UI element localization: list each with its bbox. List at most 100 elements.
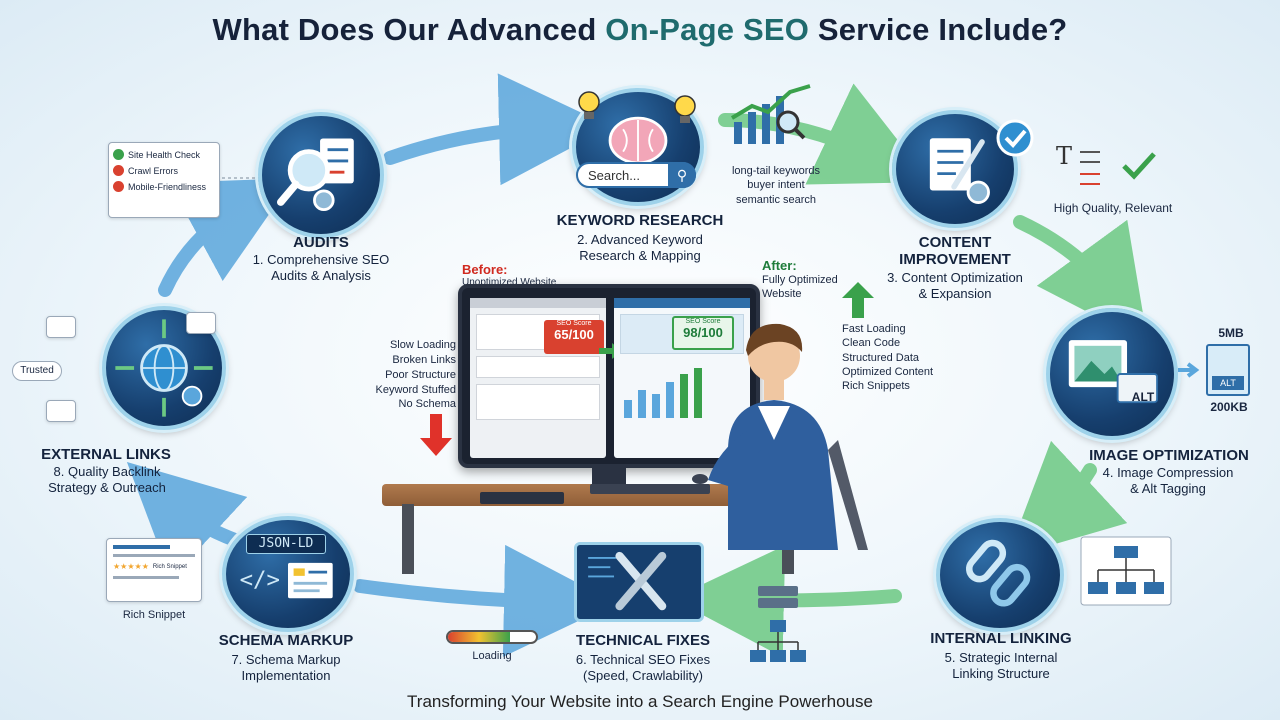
content-note: High Quality, Relevant [1053, 201, 1173, 215]
code-brackets-icon: </> [240, 562, 333, 599]
star-rating-icon: ★★★★★ [113, 562, 149, 571]
error-icon [113, 181, 124, 192]
image-desc-line-1: 4. Image Compression [1102, 465, 1234, 480]
wrench-tools-icon [588, 551, 667, 611]
mouse [692, 474, 708, 484]
size-before: 5MB [1218, 326, 1244, 340]
technical-desc-line-2: (Speed, Crawlability) [583, 668, 703, 684]
title-prefix: What Does Our Advanced [212, 12, 606, 47]
before-title: Before: [462, 262, 508, 277]
after-title: After: [762, 258, 797, 273]
magnifier-checklist-gear-icon [276, 138, 354, 212]
after-score-label: SEO Score [685, 318, 721, 325]
content-title-line-2: IMPROVEMENT [899, 251, 1011, 268]
content-desc: 3. Content Optimization & Expansion [860, 270, 1050, 303]
snippet-line [113, 554, 195, 557]
arrow-schema-to-external [126, 461, 248, 580]
technical-desc-line-1: 6. Technical SEO Fixes [575, 652, 711, 667]
snippet-tag: Rich Snippet [152, 563, 187, 570]
technical-desc: 6. Technical SEO Fixes (Speed, Crawlabil… [548, 652, 738, 685]
external-desc-line-2: Strategy & Outreach [48, 480, 166, 496]
checklist-item: Crawl Errors [113, 165, 215, 176]
audit-checklist-card: Site Health Check Crawl Errors Mobile-Fr… [108, 142, 220, 218]
monitor: SEO Score 65/100 SEO Score 98/100 [458, 284, 760, 468]
before-label: Before: Unoptimized Website [462, 262, 602, 288]
image-title: IMAGE OPTIMIZATION [1089, 447, 1249, 464]
arrow-image-to-internal [1006, 440, 1128, 559]
internal-title: INTERNAL LINKING [930, 630, 1072, 647]
loading-label: Loading [472, 650, 512, 662]
rich-snippet-label: Rich Snippet [122, 609, 186, 621]
after-score-badge: SEO Score 98/100 [672, 316, 734, 350]
before-score-badge: SEO Score 65/100 [544, 320, 604, 354]
keyword-term: semantic search [735, 193, 817, 206]
arrow-content-to-image [1013, 215, 1149, 344]
schema-desc: 7. Schema Markup Implementation [196, 652, 376, 685]
browser-bar [614, 298, 750, 308]
error-icon [113, 165, 124, 176]
external-title: EXTERNAL LINKS [41, 446, 171, 463]
arrow-keyword-to-content [718, 83, 931, 185]
benefit-item: Clean Code [842, 337, 901, 350]
content-desc-line-2: & Expansion [918, 286, 992, 302]
svg-text:</>: </> [240, 567, 280, 593]
growth-chart-icon [730, 84, 811, 144]
file-icon: ALT [1206, 344, 1250, 396]
before-issues: Slow Loading Broken Links Poor Structure… [344, 338, 456, 412]
loading-bar-fill [448, 632, 510, 642]
arrow-schema-to-technical [353, 544, 616, 657]
chain-link-icon [965, 539, 1031, 607]
benefit-item: Optimized Content [842, 365, 934, 378]
check-bubble-icon [996, 119, 1034, 157]
internal-desc-line-2: Linking Structure [952, 666, 1050, 682]
server-hierarchy-icon [750, 586, 806, 662]
json-ld-badge: JSON-LD [246, 534, 326, 554]
after-score-value: 98/100 [683, 325, 723, 340]
page-block [476, 384, 600, 420]
image-node: ALT [1046, 308, 1178, 440]
check-icon [113, 149, 124, 160]
after-benefits: Fast Loading Clean Code Structured Data … [842, 322, 972, 393]
title-highlight: On-Page SEO [605, 12, 810, 47]
benefit-item: Structured Data [842, 351, 920, 364]
svg-text:T: T [1056, 142, 1072, 170]
technical-title: TECHNICAL FIXES [576, 632, 710, 649]
after-subtitle-line-1: Fully Optimized [762, 274, 838, 287]
audits-title: AUDITS [293, 234, 349, 251]
audits-node [258, 112, 384, 238]
keyword-desc: 2. Advanced Keyword Research & Mapping [520, 232, 760, 265]
content-title-line-1: CONTENT [918, 234, 992, 251]
snippet-rating: ★★★★★ Rich Snippet [113, 562, 195, 571]
arrow-audits-to-keyword [383, 73, 611, 186]
keyword-desc-line-1: 2. Advanced Keyword [577, 232, 703, 247]
snippet-line [113, 576, 179, 579]
after-subtitle-line-2: Website [762, 288, 802, 300]
trusted-badge: Trusted [12, 361, 62, 381]
monitor-stand [592, 468, 626, 488]
internal-desc-line-1: 5. Strategic Internal [944, 650, 1058, 665]
file-alt-tag: ALT [1212, 376, 1244, 390]
keyword-title: KEYWORD RESEARCH [556, 212, 724, 229]
checklist-label: Mobile-Friendliness [128, 181, 207, 192]
benefit-item: Fast Loading [842, 323, 906, 335]
checklist-item: Site Health Check [113, 149, 215, 160]
after-screen: SEO Score 98/100 [614, 298, 750, 458]
schema-desc-line-1: 7. Schema Markup [231, 652, 341, 667]
issue-item: Keyword Stuffed [375, 383, 456, 396]
issue-item: Slow Loading [389, 339, 456, 351]
search-icon[interactable]: ⚲ [668, 162, 696, 188]
keyboard [590, 484, 710, 494]
backlink-site-icon [46, 316, 76, 338]
before-subtitle: Unoptimized Website [462, 277, 557, 288]
rich-snippet-card: ★★★★★ Rich Snippet [106, 538, 202, 602]
after-label: After: Fully Optimized Website [762, 258, 862, 302]
search-placeholder: Search... [588, 167, 641, 183]
audits-desc: 1. Comprehensive SEO Audits & Analysis [216, 252, 426, 285]
schema-node: JSON-LD </> [222, 516, 354, 632]
analytics-chart-icon [624, 368, 702, 418]
internal-desc: 5. Strategic Internal Linking Structure [906, 650, 1096, 683]
text-improve-icon: T [1056, 142, 1156, 185]
page-block [476, 356, 600, 378]
audits-desc-line-1: 1. Comprehensive SEO [252, 252, 390, 267]
